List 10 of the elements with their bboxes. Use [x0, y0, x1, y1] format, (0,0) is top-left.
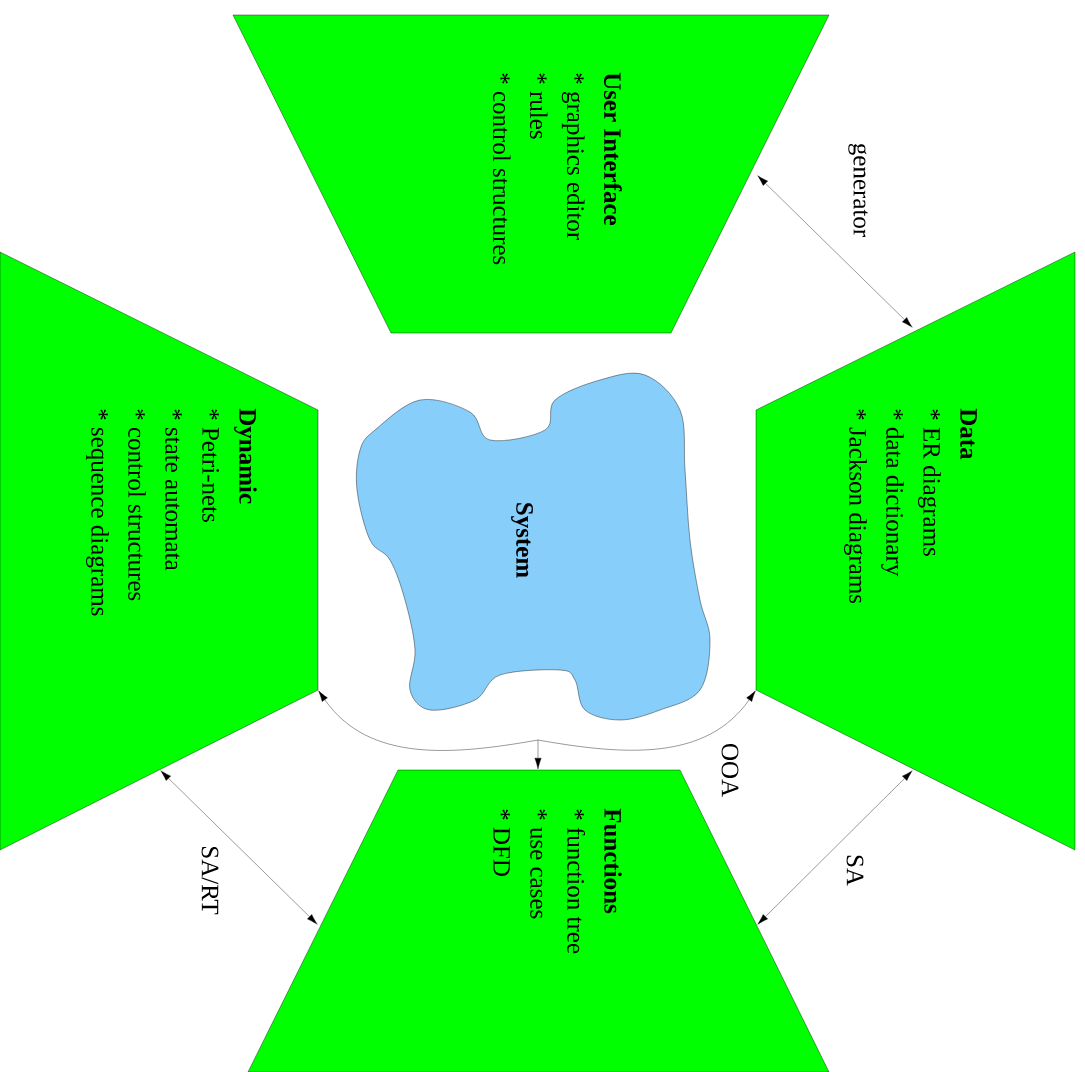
edge-label: SA	[844, 852, 866, 888]
arrow	[318, 690, 539, 751]
arrow	[160, 770, 318, 925]
trapezoid-box: User Interface * graphics editor * rules * control structures	[232, 14, 830, 334]
arrow	[757, 175, 913, 328]
arrow	[534, 739, 542, 770]
trapezoid-box: Data * ER diagrams * data dictionary * Jackson diagrams	[755, 251, 1076, 851]
arrow	[757, 770, 913, 925]
edge-label: generator	[846, 140, 870, 240]
arrow	[537, 690, 756, 751]
